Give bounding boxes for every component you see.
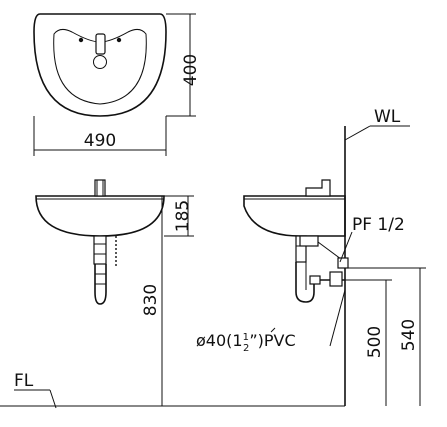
waste-label-fraction-num: 1 bbox=[243, 332, 249, 343]
basin-top-inner-bowl bbox=[53, 28, 147, 105]
faucet-side bbox=[305, 179, 331, 197]
basin-height-label: 185 bbox=[173, 200, 193, 232]
depth-label: 400 bbox=[181, 54, 201, 86]
drain-hole bbox=[93, 55, 107, 69]
faucet-body bbox=[95, 33, 106, 55]
wall-label: WL bbox=[374, 107, 401, 127]
supply-height-label: 540 bbox=[399, 319, 419, 351]
rim-height-label: 830 bbox=[141, 284, 161, 316]
drain-pipe bbox=[93, 235, 107, 265]
angle-valve bbox=[299, 235, 319, 247]
top-view: 400 490 bbox=[33, 13, 201, 156]
faucet-front bbox=[94, 179, 106, 197]
p-trap-front bbox=[94, 264, 107, 305]
waste-leader bbox=[329, 289, 346, 347]
waste-label-fraction-den: 2 bbox=[243, 343, 249, 354]
floor-label: FL bbox=[14, 371, 34, 391]
waste-label-prefix: ø40(1 bbox=[196, 331, 243, 350]
supply-leader bbox=[339, 231, 353, 263]
front-view: FL 185 830 bbox=[0, 179, 345, 409]
basin-top-outline bbox=[33, 13, 167, 117]
trap-height-label: 500 bbox=[365, 326, 385, 358]
p-trap-side bbox=[295, 262, 345, 303]
width-label: 490 bbox=[84, 131, 116, 151]
basin-side-outline bbox=[243, 195, 346, 237]
basin-front-outline bbox=[35, 195, 165, 237]
tap-hole bbox=[116, 37, 122, 43]
overflow-hole bbox=[78, 37, 84, 43]
wall-leader bbox=[344, 125, 371, 141]
supply-label: PF 1/2 bbox=[352, 215, 405, 235]
waste-label-suffix: ”)PVC bbox=[249, 331, 295, 350]
